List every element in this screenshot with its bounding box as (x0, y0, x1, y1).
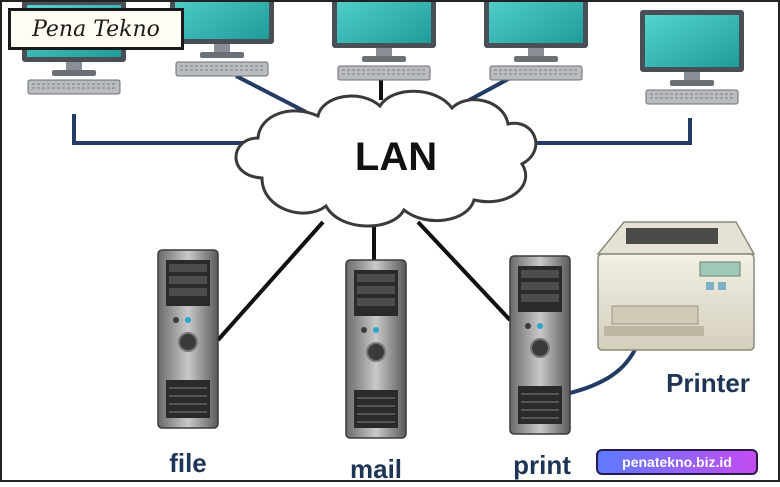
mail-server (345, 259, 407, 439)
server-cables (216, 220, 642, 395)
file-server (157, 249, 219, 429)
print-server-label: print (513, 450, 571, 480)
workstation-3 (331, 0, 437, 81)
mail-server-label: mail (350, 454, 402, 482)
pena-tekno-logo: Pena Tekno (8, 8, 184, 50)
file-server-label: file (169, 448, 207, 478)
workstation-4 (483, 0, 589, 81)
cable-print (416, 220, 512, 322)
cable-ws2 (235, 74, 307, 114)
lan-cloud (234, 89, 538, 228)
cable-file (216, 220, 325, 342)
workstation-5 (639, 9, 745, 105)
printer (596, 221, 756, 351)
printer-label: Printer (666, 368, 750, 398)
print-server (509, 255, 571, 435)
cable-ws5 (510, 118, 692, 145)
lan-label: LAN (355, 135, 437, 179)
website-watermark: penatekno.biz.id (596, 449, 758, 475)
workstation-cables (72, 74, 692, 145)
workstation-2 (169, 0, 275, 77)
cable-ws1 (72, 114, 245, 145)
